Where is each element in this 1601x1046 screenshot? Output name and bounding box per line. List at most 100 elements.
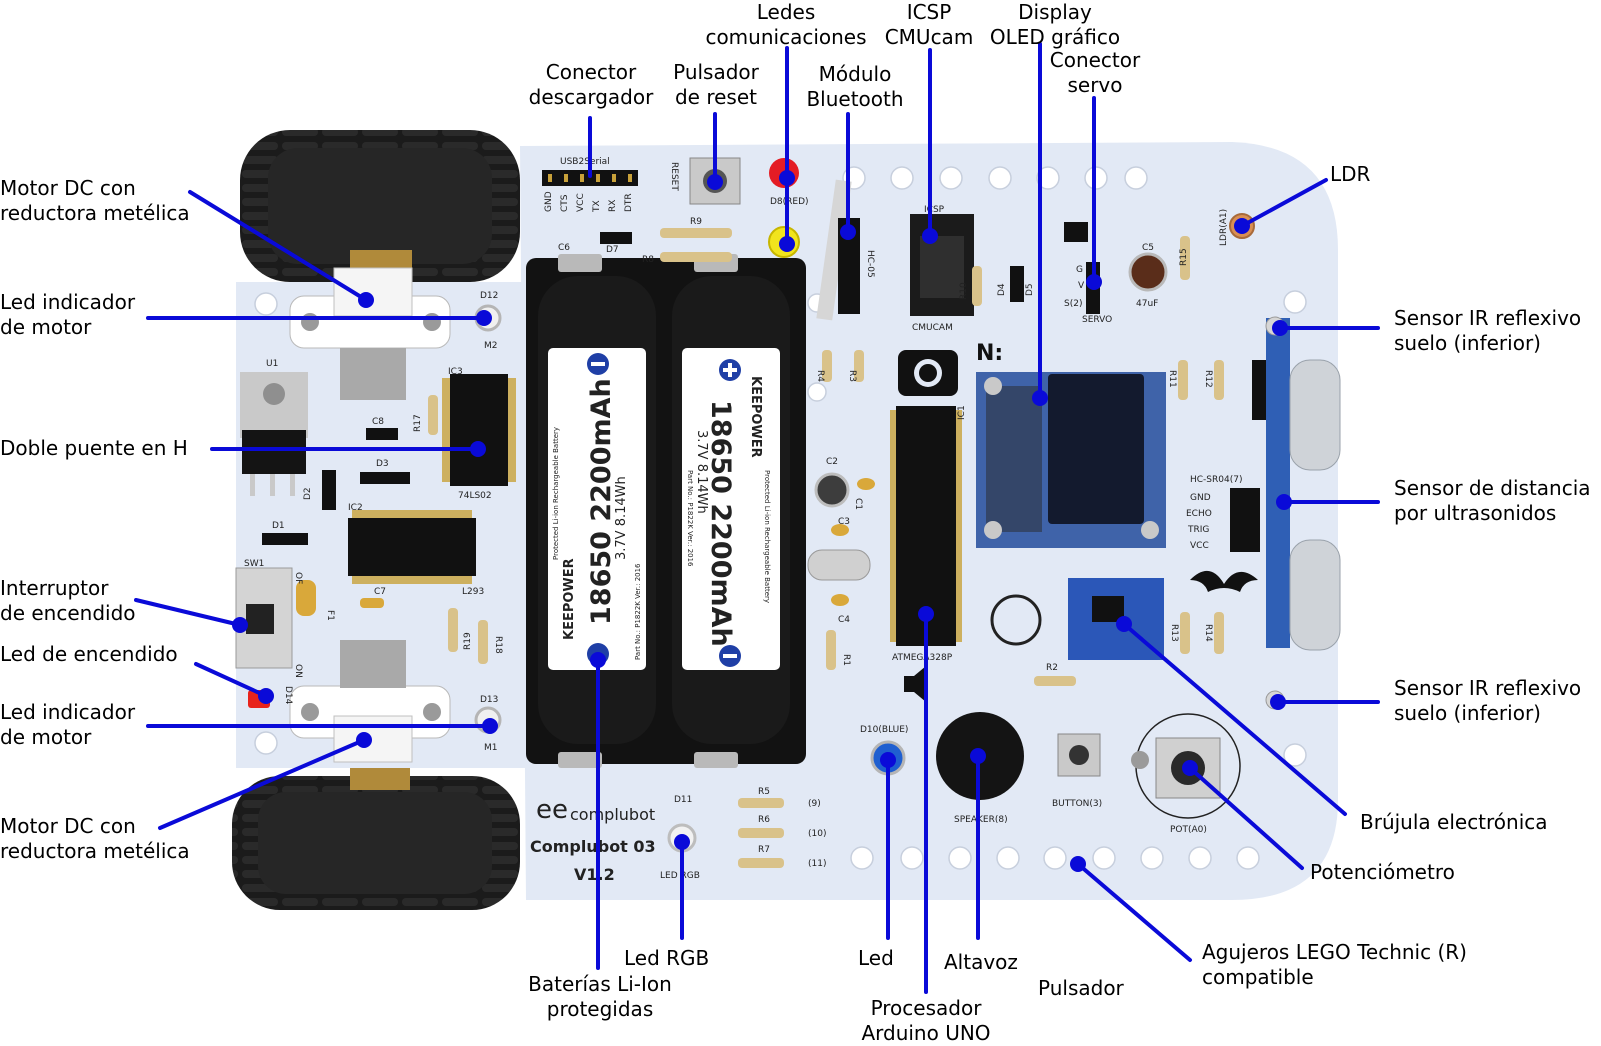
bluetooth-module-part <box>816 179 860 321</box>
silk-of: OF <box>293 572 303 584</box>
silk-r12: R12 <box>1203 370 1213 388</box>
ultrasonic-sensor-part <box>1230 318 1341 651</box>
icsp-header-part <box>910 214 974 316</box>
silk-us-trig: TRIG <box>1187 525 1209 535</box>
capacitor-c5 <box>1128 252 1168 292</box>
battery-left-desc: Protected Li-ion Rechargeable Battery <box>552 427 560 560</box>
silk-servo-g: G <box>1076 265 1083 275</box>
silk-d4: D4 <box>997 283 1007 296</box>
battery-left-spec: 3.7V 8.14Wh <box>614 476 629 560</box>
compass-module-part <box>1068 578 1164 660</box>
bat-icon <box>1190 570 1258 592</box>
push-button-part <box>1057 733 1101 777</box>
chip-74ls02 <box>442 374 516 486</box>
silk-d13: D13 <box>480 695 498 705</box>
wheel-bottom <box>232 768 520 910</box>
silk-pin-rx: RX <box>608 200 618 212</box>
silk-hcsr: HC-SR04(7) <box>1190 475 1242 485</box>
label-lego: Agujeros LEGO Technic (R)compatible <box>1202 940 1467 989</box>
battery-right-model: 18650 2200mAh <box>705 400 736 647</box>
battery-right-part: Part No.: P1822K Ver.: 2016 <box>686 470 694 567</box>
lego-holes <box>254 166 1307 870</box>
silk-74ls02: 74LS02 <box>458 491 492 501</box>
silk-cmucam: CMUCAM <box>912 323 953 333</box>
battery-right-spec: 3.7V 8.14Wh <box>694 430 709 514</box>
battery-left-model: 18650 2200mAh <box>586 378 617 625</box>
battery-right-brand: KEEPOWER <box>748 376 763 458</box>
silk-pot: POT(A0) <box>1170 825 1207 835</box>
silk-r11: R11 <box>1167 370 1177 388</box>
silk-pin-cts: CTS <box>560 194 570 212</box>
battery-right-desc: Protected Li-ion Rechargeable Battery <box>763 470 771 603</box>
power-switch <box>235 567 293 669</box>
silk-servo: SERVO <box>1082 315 1112 325</box>
silk-d1: D1 <box>272 521 285 531</box>
resistors-r8-r9 <box>600 228 732 262</box>
label-h-bridge: Doble puente en H <box>0 436 188 460</box>
silk-servo-v: V <box>1078 281 1085 291</box>
label-led: Led <box>858 946 894 970</box>
label-button: Pulsador <box>1038 976 1124 1000</box>
silk-d8: D8(RED) <box>770 197 809 207</box>
regulator-u1 <box>240 372 308 496</box>
silk-r3: R3 <box>847 370 857 382</box>
silk-servo-s: S(2) <box>1064 299 1082 309</box>
silk-button3: BUTTON(3) <box>1052 799 1102 809</box>
silk-c4: C4 <box>838 615 850 625</box>
silk-r19: R19 <box>463 632 473 650</box>
silk-r7p: (11) <box>808 859 826 869</box>
silk-r14: R14 <box>1203 624 1213 642</box>
motor-bracket-top <box>289 267 451 400</box>
small-parts-left <box>262 395 488 664</box>
label-buzzer: Altavoz <box>944 950 1018 974</box>
resistors-right <box>1034 360 1224 686</box>
silk-sw1: SW1 <box>244 559 264 569</box>
silk-icsp: ICSP <box>924 205 945 215</box>
silk-us-echo: ECHO <box>1186 509 1212 519</box>
silk-c1: C1 <box>853 498 863 510</box>
callout-lines <box>134 42 1380 994</box>
silk-speaker: SPEAKER(8) <box>954 815 1008 825</box>
silk-r10: R10 <box>959 282 969 300</box>
silk-r9: R9 <box>690 217 702 227</box>
board-logo-glyph: ee <box>536 795 568 825</box>
silk-m1: M1 <box>484 743 498 753</box>
silk-r18: R18 <box>493 636 503 654</box>
silk-on: ON <box>293 664 303 678</box>
silk-l293: L293 <box>462 587 484 597</box>
silk-pin-vcc: VCC <box>576 193 586 212</box>
silk-d10: D10(BLUE) <box>860 725 908 735</box>
board-version: V1.2 <box>574 865 615 884</box>
label-pot: Potenciómetro <box>1310 860 1455 884</box>
silk-us-vcc: VCC <box>1190 541 1209 551</box>
silk-d3: D3 <box>376 459 389 469</box>
silk-r5: R5 <box>758 787 770 797</box>
label-compass: Brújula electrónica <box>1360 810 1548 834</box>
silk-hc05: HC-05 <box>865 250 875 278</box>
silk-c7: C7 <box>374 587 386 597</box>
label-rgb: Led RGB <box>624 946 710 970</box>
chip-l293 <box>348 510 476 584</box>
silk-pin-dtr: DTR <box>624 193 634 212</box>
board-model: Complubot 03 <box>530 837 656 856</box>
silk-r2: R2 <box>1046 663 1058 673</box>
silk-r5p: (9) <box>808 799 821 809</box>
battery-left-part: Part No.: P1822K Ver.: 2016 <box>634 563 642 660</box>
label-ldr: LDR <box>1330 162 1371 186</box>
silk-d14: D14 <box>283 686 293 705</box>
silk-n-label: N: <box>976 341 1003 366</box>
label-led-power: Led de encendido <box>0 642 178 666</box>
silk-d12: D12 <box>480 291 498 301</box>
silk-f1: F1 <box>325 610 335 621</box>
silk-reset: RESET <box>669 162 679 191</box>
